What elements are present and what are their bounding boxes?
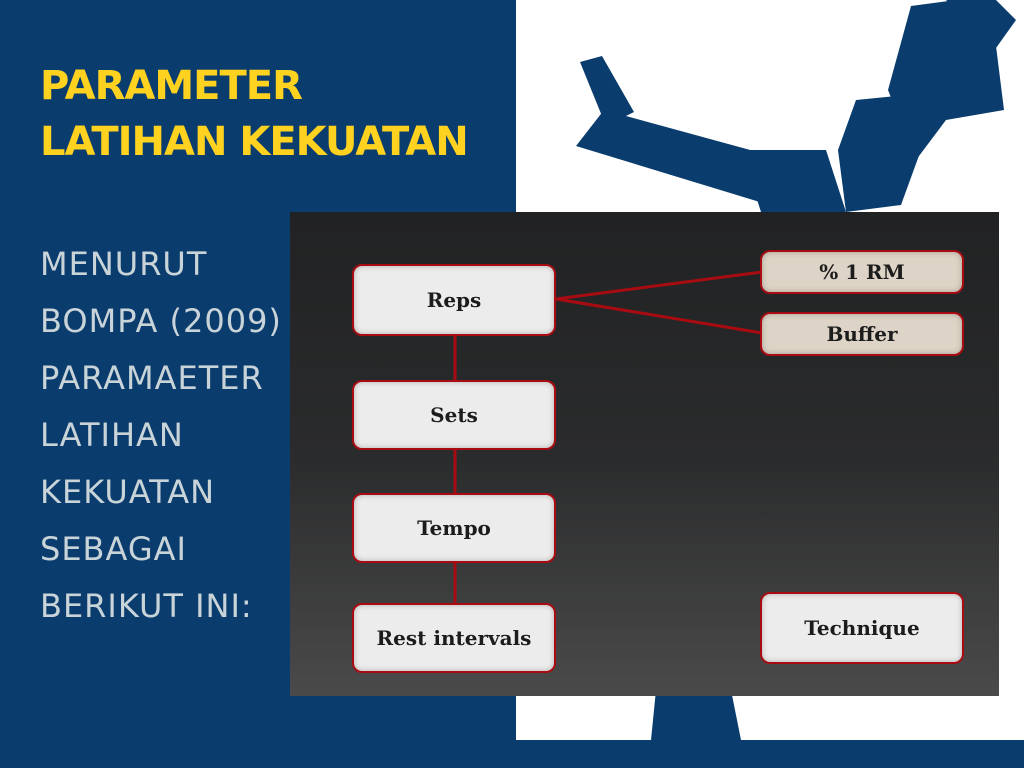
body-line: MENURUT bbox=[40, 245, 208, 283]
body-line: KEKUATAN bbox=[40, 473, 216, 511]
parameter-diagram: Reps Sets Tempo Rest intervals % 1 RM Bu… bbox=[290, 212, 999, 696]
body-line: PARAMAETER bbox=[40, 359, 264, 397]
kick-silhouette-graphic bbox=[576, 0, 1016, 740]
body-line: BERIKUT INI: bbox=[40, 587, 253, 625]
node-rest-intervals: Rest intervals bbox=[352, 603, 556, 673]
connector-reps-1rm bbox=[555, 270, 763, 301]
node-tempo: Tempo bbox=[352, 493, 556, 563]
body-line: LATIHAN bbox=[40, 416, 184, 454]
body-line: SEBAGAI bbox=[40, 530, 187, 568]
node-1rm: % 1 RM bbox=[760, 250, 964, 294]
body-line: BOMPA (2009) bbox=[40, 302, 282, 340]
slide-title: PARAMETER LATIHAN KEKUATAN bbox=[40, 63, 469, 165]
node-reps: Reps bbox=[352, 264, 556, 336]
node-buffer: Buffer bbox=[760, 312, 964, 356]
connector-reps-buffer bbox=[555, 297, 763, 335]
body-text: MENURUT BOMPA (2009) PARAMAETER LATIHAN … bbox=[40, 236, 282, 635]
bottom-band bbox=[516, 740, 1024, 768]
node-sets: Sets bbox=[352, 380, 556, 450]
diagram-connectors bbox=[453, 270, 763, 603]
node-technique: Technique bbox=[760, 592, 964, 664]
